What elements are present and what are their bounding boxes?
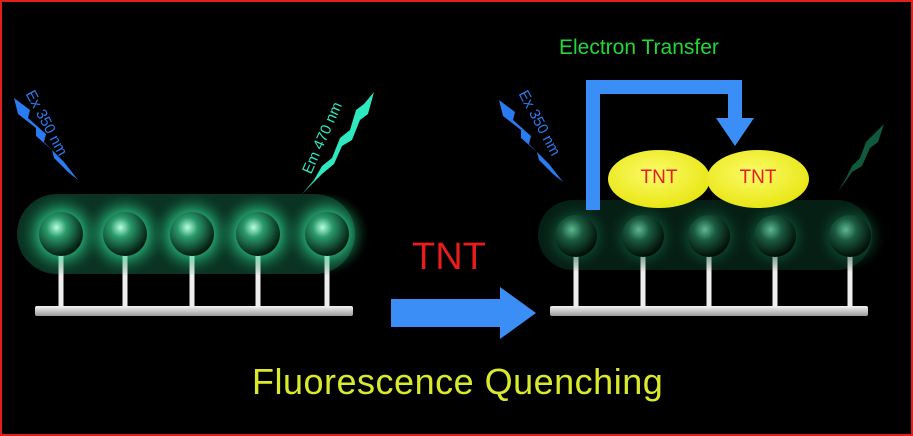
left-stems xyxy=(58,253,330,310)
excitation-bolt-icon xyxy=(14,98,78,180)
figure-caption: Fluorescence Quenching xyxy=(252,361,664,402)
electron-transfer-label: Electron Transfer xyxy=(559,36,719,59)
electron-transfer-arrow-icon xyxy=(586,80,754,210)
right-sensor-array xyxy=(499,80,886,316)
right-fluorophores xyxy=(540,200,886,272)
excitation-bolt-icon xyxy=(499,100,563,182)
tnt-molecule-label: TNT xyxy=(640,167,678,188)
right-substrate-rail xyxy=(550,306,868,316)
emission-bolt-icon xyxy=(302,92,374,194)
tnt-molecule-1 xyxy=(608,150,710,208)
quenched-fluorophore-bead xyxy=(555,215,597,257)
left-fluorophores xyxy=(19,192,369,276)
fluorophore-bead xyxy=(170,212,214,256)
tnt-molecule-label: TNT xyxy=(739,167,777,188)
tnt-reaction-label: TNT xyxy=(412,236,486,278)
tnt-molecule-2 xyxy=(707,150,809,208)
fluorophore-bead xyxy=(236,212,280,256)
quenched-fluorophore-bead xyxy=(829,215,871,257)
fluorophore-bead xyxy=(103,212,147,256)
fluorophore-bead xyxy=(305,212,349,256)
left-substrate-rail xyxy=(35,306,353,316)
reaction-arrow-icon xyxy=(391,287,536,339)
dim-emission-bolt-icon xyxy=(838,124,884,192)
left-sensor-array xyxy=(14,92,374,316)
quenched-fluorophore-bead xyxy=(622,215,664,257)
quenched-fluorophore-bead xyxy=(754,215,796,257)
fluorophore-bead xyxy=(39,212,83,256)
quenched-fluorophore-bead xyxy=(688,215,730,257)
